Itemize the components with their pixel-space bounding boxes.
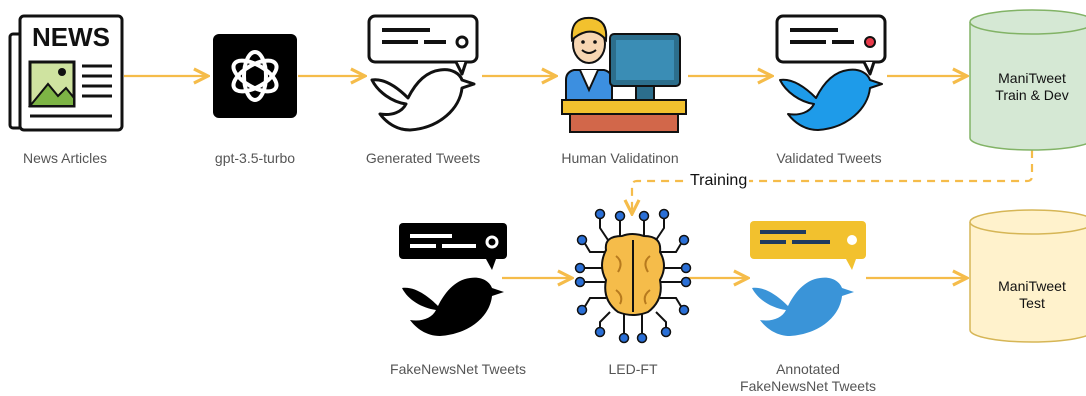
database-cylinder-icon bbox=[969, 209, 1086, 343]
label-annotated-line2: FakeNewsNet Tweets bbox=[740, 378, 876, 394]
label-led-ft: LED-FT bbox=[608, 361, 658, 377]
brain-circuit-icon bbox=[574, 208, 692, 344]
openai-logo-icon bbox=[213, 34, 297, 118]
tweet-bird-blue-icon bbox=[775, 14, 887, 131]
test-cylinder-label-line2: Test bbox=[1019, 295, 1045, 311]
label-generated-tweets: Generated Tweets bbox=[365, 150, 481, 166]
label-fakenewsnet-tweets: FakeNewsNet Tweets bbox=[390, 361, 526, 377]
svg-text:NEWS: NEWS bbox=[32, 22, 110, 52]
test-cylinder-label-line1: ManiTweet bbox=[998, 278, 1066, 294]
label-news-articles: News Articles bbox=[22, 150, 108, 166]
newspaper-icon: NEWS bbox=[8, 14, 124, 132]
label-training: Training bbox=[688, 172, 750, 190]
tweet-bird-outline-icon bbox=[367, 14, 479, 132]
label-annotated-line1: Annotated bbox=[776, 361, 840, 377]
human-at-computer-icon bbox=[561, 16, 687, 133]
arrow-training-dashed bbox=[632, 150, 1034, 214]
train-cylinder-label-line2: Train & Dev bbox=[995, 87, 1069, 103]
tweet-bird-black-icon bbox=[399, 223, 507, 336]
train-cylinder-label-line1: ManiTweet bbox=[998, 70, 1066, 86]
label-gpt: gpt-3.5-turbo bbox=[214, 150, 296, 166]
database-cylinder-icon bbox=[969, 9, 1086, 151]
tweet-bird-annotated-icon bbox=[750, 221, 866, 336]
label-validated-tweets: Validated Tweets bbox=[776, 150, 882, 166]
label-human-validation: Human Validatinon bbox=[561, 150, 679, 166]
